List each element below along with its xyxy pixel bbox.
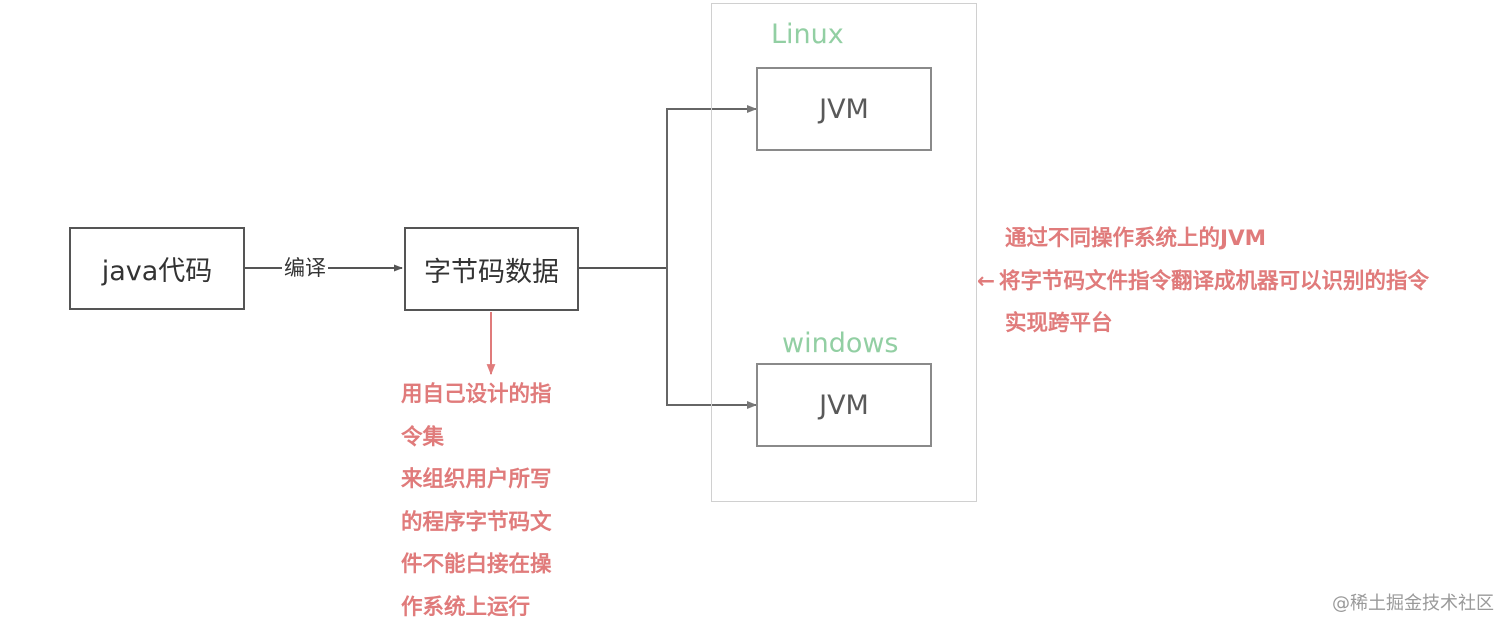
jvm-annotation-line-with-arrow: ←将字节码文件指令翻译成机器可以识别的指令 — [977, 261, 1429, 304]
jvm-annotation-line: 通过不同操作系统上的JVM — [1005, 226, 1267, 251]
jvm-windows-node: JVM — [756, 363, 932, 447]
bytecode-annotation-line: 作系统上运行 — [401, 594, 531, 620]
bytecode-annotation-line: 件不能白接在操 — [401, 552, 552, 577]
bytecode-node: 字节码数据 — [404, 227, 579, 311]
compile-edge-label: 编译 — [282, 256, 328, 280]
bytecode-annotation-line: 的程序字节码文 — [401, 509, 552, 535]
watermark: @稀土掘金技术社区 — [1332, 593, 1494, 614]
bytecode-annotation-line: 令集 — [401, 424, 445, 450]
platform-label-linux: Linux — [771, 19, 844, 50]
bytecode-annotation-line: 来组织用户所写 — [401, 467, 552, 492]
platform-label-windows: windows — [782, 328, 899, 359]
jvm-annotation-line-text: 将字节码文件指令翻译成机器可以识别的指令 — [999, 268, 1430, 294]
jvm-linux-node: JVM — [756, 67, 932, 151]
arrow-to-windows-jvm — [666, 268, 757, 409]
bytecode-annotation: 用自己设计的指 令集 来组织用户所写 的程序字节码文 件不能白接在操 作系统上运… — [401, 374, 579, 629]
platform-panel — [711, 3, 977, 502]
jvm-annotation-line: 实现跨平台 — [1005, 311, 1113, 336]
left-arrow-icon: ← — [977, 268, 996, 294]
jvm-annotation: 通过不同操作系统上的JVM ←将字节码文件指令翻译成机器可以识别的指令 实现跨平… — [977, 218, 1429, 346]
java-code-node: java代码 — [69, 227, 245, 310]
bytecode-annotation-line: 用自己设计的指 — [401, 382, 552, 407]
arrow-to-linux-jvm — [666, 105, 757, 268]
